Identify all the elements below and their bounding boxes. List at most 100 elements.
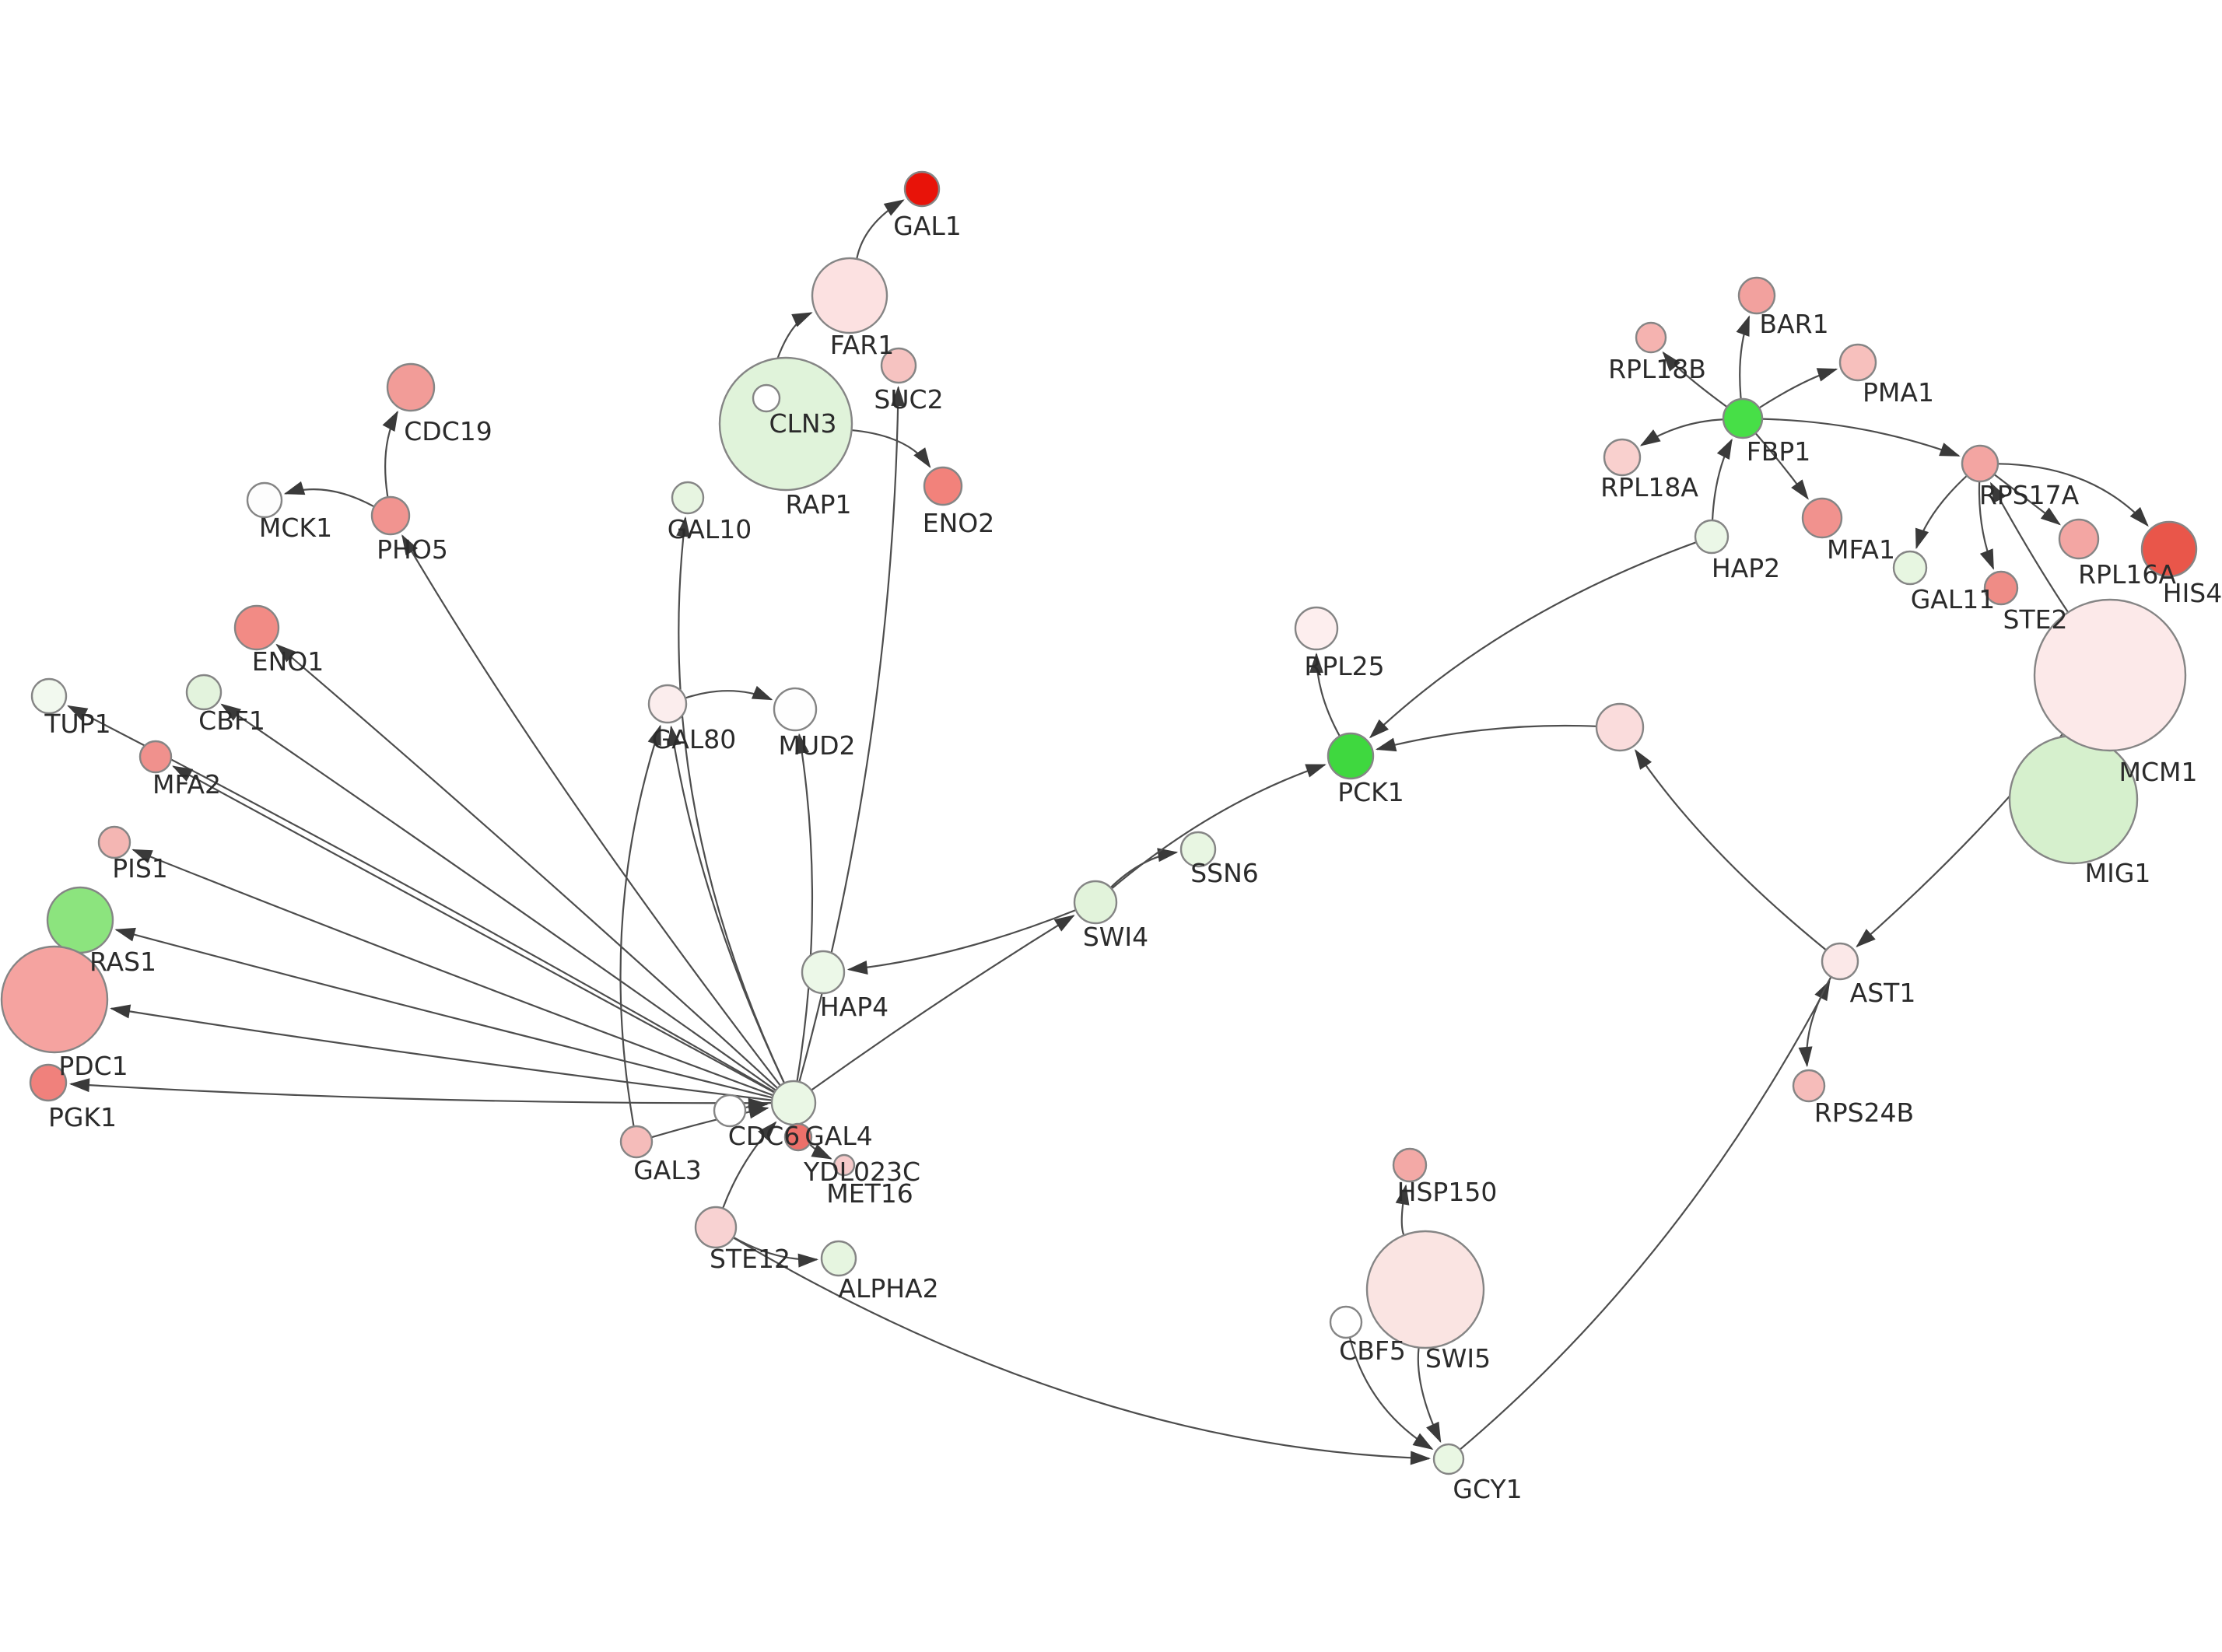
- edge-rps17a-gal11[interactable]: [1915, 474, 1968, 550]
- node-hap4[interactable]: [801, 950, 846, 995]
- node-swi4[interactable]: [1073, 880, 1118, 925]
- edge-rps17a-rpl16a[interactable]: [1993, 474, 2061, 526]
- node-mig1[interactable]: [2008, 734, 2139, 865]
- node-cbf5[interactable]: [1329, 1305, 1363, 1339]
- edge-gal4-swi4[interactable]: [811, 915, 1075, 1091]
- node-cdc19[interactable]: [386, 362, 436, 412]
- edge-gal4-mfa2[interactable]: [172, 765, 775, 1094]
- node-gal10[interactable]: [671, 481, 705, 515]
- edge-fbp1-rpl18a[interactable]: [1639, 418, 1724, 446]
- edge-rps17a-his4[interactable]: [1997, 463, 2149, 527]
- edge-gal4-pdc1[interactable]: [110, 1004, 773, 1101]
- node-hsp150[interactable]: [1392, 1147, 1428, 1183]
- edge-gal4-pis1[interactable]: [131, 849, 774, 1097]
- edge-fbp1-pma1[interactable]: [1758, 368, 1838, 409]
- node-gal80[interactable]: [647, 684, 688, 724]
- node-rap1[interactable]: [718, 356, 853, 492]
- node-far1[interactable]: [811, 257, 888, 334]
- node-alpha2[interactable]: [820, 1240, 857, 1277]
- node-hap2[interactable]: [1694, 519, 1730, 555]
- node-his4[interactable]: [2140, 520, 2198, 578]
- node-rpl18b[interactable]: [1635, 321, 1667, 354]
- node-cbf1[interactable]: [185, 674, 223, 711]
- node-bar1[interactable]: [1737, 276, 1776, 315]
- node-pho5[interactable]: [370, 495, 411, 536]
- edge-fbp1-bar1[interactable]: [1736, 315, 1751, 400]
- node-pis1[interactable]: [97, 825, 131, 859]
- node-gal3[interactable]: [619, 1125, 654, 1159]
- node-met16[interactable]: [832, 1153, 856, 1177]
- node-pck1[interactable]: [1327, 732, 1375, 780]
- edge-gal4-gal10[interactable]: [676, 516, 786, 1084]
- edge-gal3-gal80[interactable]: [619, 724, 661, 1127]
- node-ras1[interactable]: [46, 886, 114, 954]
- node-rpl16a[interactable]: [2058, 518, 2100, 560]
- node-ast1[interactable]: [1821, 942, 1859, 981]
- node-unnamed[interactable]: [1595, 702, 1645, 752]
- node-rps24b[interactable]: [1792, 1069, 1826, 1103]
- edge-ste12-alpha2[interactable]: [733, 1236, 819, 1268]
- node-mcm1[interactable]: [2033, 598, 2187, 752]
- edge-gcy1-ast1[interactable]: [1459, 979, 1831, 1451]
- edge-rap1-eno2[interactable]: [851, 429, 931, 468]
- node-gal4[interactable]: [770, 1080, 817, 1126]
- node-mck1[interactable]: [246, 481, 283, 519]
- node-ste2[interactable]: [1983, 570, 2019, 606]
- edge-gal4-pgk1[interactable]: [68, 1078, 773, 1104]
- node-fbp1[interactable]: [1722, 397, 1764, 439]
- node-tup1[interactable]: [30, 677, 68, 715]
- edge-gal4-cbf1[interactable]: [220, 703, 776, 1091]
- node-gal11[interactable]: [1892, 550, 1928, 586]
- edge-hap2-fbp1[interactable]: [1711, 438, 1733, 521]
- edge-fbp1-rps17a[interactable]: [1761, 418, 1961, 457]
- edge-gal4-tup1[interactable]: [67, 705, 776, 1093]
- edge-unnamed-pck1[interactable]: [1375, 724, 1597, 752]
- edge-pho5-cdc19[interactable]: [382, 410, 398, 498]
- node-pma1[interactable]: [1838, 343, 1877, 382]
- edge-ste12-gcy1[interactable]: [732, 1237, 1432, 1465]
- edge-gal4-eno1[interactable]: [275, 643, 779, 1089]
- edge-rps17a-ste2[interactable]: [1978, 481, 1995, 570]
- node-pdc1[interactable]: [0, 945, 109, 1054]
- edge-hap2-pck1[interactable]: [1369, 541, 1697, 739]
- node-eno1[interactable]: [233, 604, 280, 651]
- node-rps17a[interactable]: [1961, 444, 1999, 483]
- edge-gal4-mud2[interactable]: [795, 733, 814, 1082]
- node-eno2[interactable]: [923, 466, 963, 506]
- edge-ast1-rps24b[interactable]: [1798, 976, 1832, 1068]
- edge-mcm1-rps17a[interactable]: [1989, 481, 2070, 613]
- node-pgk1[interactable]: [29, 1063, 68, 1102]
- edge-cdc6-gal4[interactable]: [745, 1097, 769, 1112]
- node-rpl25[interactable]: [1294, 606, 1339, 651]
- node-gal1[interactable]: [903, 170, 941, 208]
- node-swi5[interactable]: [1365, 1230, 1485, 1349]
- edge-gal4-gal80[interactable]: [667, 725, 786, 1084]
- node-mfa1[interactable]: [1801, 497, 1843, 539]
- edge-swi5-gcy1[interactable]: [1417, 1347, 1442, 1444]
- node-cdc6[interactable]: [713, 1094, 747, 1128]
- edge-swi4-hap4[interactable]: [846, 909, 1077, 975]
- edge-cbf5-gcy1[interactable]: [1348, 1337, 1434, 1450]
- edge-swi5-hsp150[interactable]: [1395, 1184, 1410, 1236]
- node-ydl023c[interactable]: [783, 1122, 813, 1152]
- node-rpl18a[interactable]: [1603, 438, 1642, 477]
- node-ssn6[interactable]: [1179, 831, 1217, 868]
- node-gcy1[interactable]: [1432, 1443, 1465, 1475]
- node-suc2[interactable]: [880, 347, 917, 384]
- edge-gal80-mud2[interactable]: [685, 685, 773, 701]
- node-ste12[interactable]: [694, 1206, 738, 1249]
- edge-gal4-ras1[interactable]: [114, 927, 773, 1099]
- edge-pho5-mck1[interactable]: [283, 481, 375, 508]
- edge-fbp1-mfa1[interactable]: [1754, 432, 1809, 500]
- node-mfa2[interactable]: [138, 740, 173, 774]
- edge-far1-gal1[interactable]: [856, 199, 905, 260]
- edge-ste12-gal4[interactable]: [722, 1121, 777, 1209]
- node-cln3[interactable]: [752, 383, 781, 413]
- edge-ast1-unnamed[interactable]: [1635, 749, 1827, 951]
- edge-fbp1-rpl18b[interactable]: [1662, 351, 1728, 408]
- edge-gal4-pho5[interactable]: [401, 534, 781, 1087]
- edge-swi4-pck1[interactable]: [1110, 764, 1327, 890]
- node-mud2[interactable]: [773, 687, 818, 732]
- edge-pck1-rpl25[interactable]: [1309, 653, 1341, 737]
